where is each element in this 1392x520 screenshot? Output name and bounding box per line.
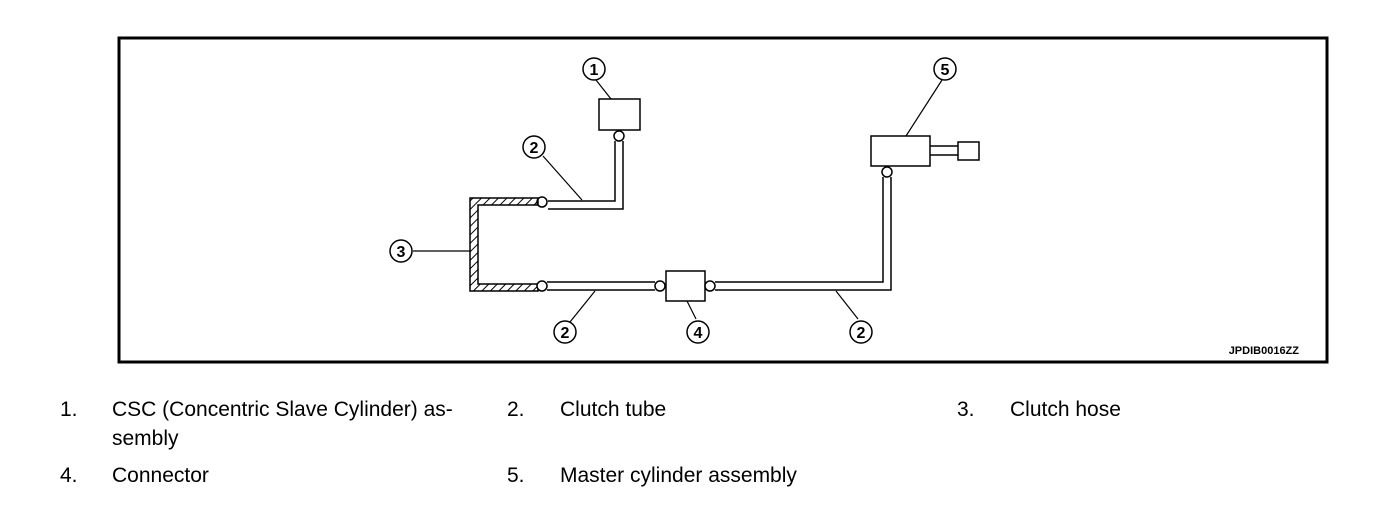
clutch-tube-lower-left <box>547 281 655 291</box>
legend-item-3-number: 3. <box>957 398 975 421</box>
master-cylinder-rod <box>930 145 958 156</box>
callout-4-label: 4 <box>694 325 703 342</box>
legend-item-4-number: 4. <box>60 464 78 487</box>
callout-4: 4 <box>686 320 710 344</box>
clutch-tube-upper <box>548 141 624 210</box>
callout-1: 1 <box>582 57 606 81</box>
piping-diagram: 1 2 3 2 4 2 5 JPDIB0016ZZ <box>117 36 1329 364</box>
master-cylinder-end <box>957 141 980 161</box>
fitting-connector-left <box>654 280 666 292</box>
legend-item-1-text-cont: sembly <box>112 427 179 450</box>
legend-item-1-text: CSC (Concentric Slave Cylinder) as- <box>112 398 453 421</box>
callout-1-label: 1 <box>590 62 599 79</box>
connector-box <box>665 270 706 302</box>
callout-3: 3 <box>389 239 413 263</box>
callout-5-label: 5 <box>941 62 950 79</box>
callout-2-upper-label: 2 <box>530 140 539 157</box>
diagram-frame <box>117 36 1329 364</box>
fitting-csc <box>613 130 625 142</box>
callout-5: 5 <box>933 57 957 81</box>
leader-2-lower-left <box>569 290 596 323</box>
leader-4 <box>686 300 697 320</box>
legend-item-2-number: 2. <box>507 398 525 421</box>
leader-5 <box>905 79 943 137</box>
callout-3-label: 3 <box>397 244 406 261</box>
callout-2-upper: 2 <box>522 135 546 159</box>
legend-item-2-text: Clutch tube <box>560 398 667 421</box>
callout-2-lower-right: 2 <box>849 320 873 344</box>
callout-2-lower-left-label: 2 <box>561 325 570 342</box>
legend-item-1-number: 1. <box>60 398 78 421</box>
legend-item-5-number: 5. <box>507 464 525 487</box>
figure-code: JPDIB0016ZZ <box>1229 345 1300 357</box>
callout-2-lower-right-label: 2 <box>857 325 866 342</box>
csc-assembly-box <box>598 98 641 131</box>
leader-1 <box>595 79 612 100</box>
fitting-connector-right <box>704 280 716 292</box>
leader-2-lower-right <box>835 290 859 320</box>
clutch-hose <box>469 197 539 292</box>
legend-item-4-text: Connector <box>112 464 209 487</box>
legend-item-3-text: Clutch hose <box>1010 398 1121 421</box>
fitting-master-cylinder <box>881 166 893 178</box>
legend-item-5-text: Master cylinder assembly <box>560 464 797 487</box>
leader-2-upper <box>542 155 583 201</box>
fitting-lower-hose <box>536 280 548 292</box>
clutch-tube-lower-right <box>715 177 892 291</box>
master-cylinder-body <box>870 135 931 167</box>
callout-2-lower-left: 2 <box>553 320 577 344</box>
